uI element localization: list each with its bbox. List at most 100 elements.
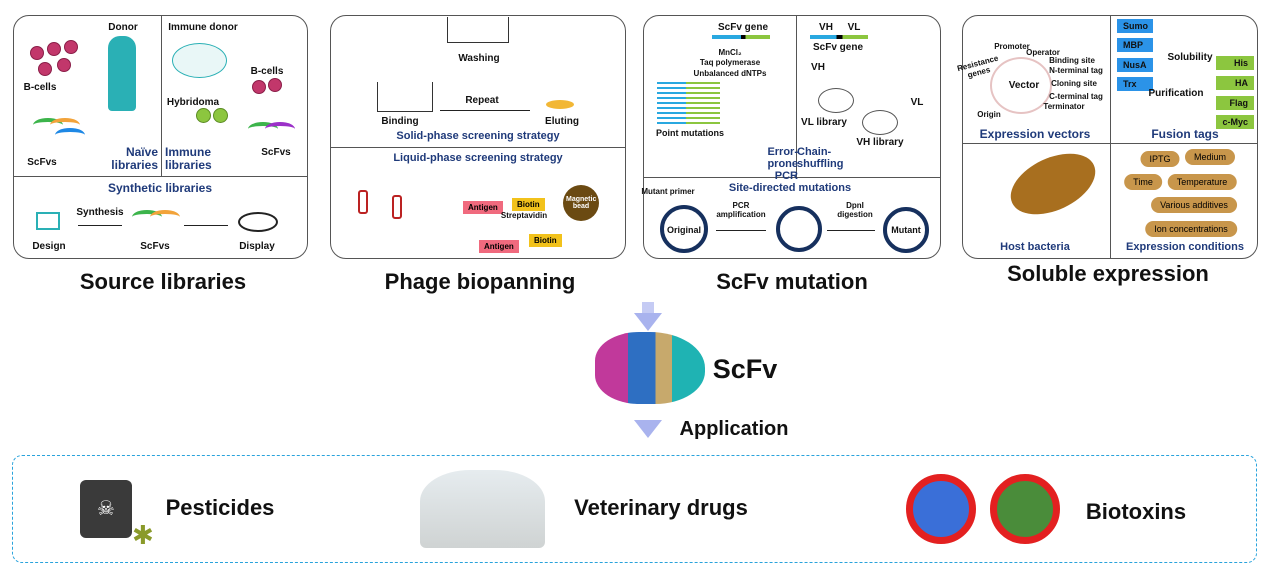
arrow-down-icon — [634, 420, 662, 438]
application-veterinary-drugs: Veterinary drugs — [574, 495, 748, 520]
label: Mutant primer — [641, 187, 695, 196]
label: PCR amplification — [716, 201, 766, 219]
label: Binding — [381, 116, 419, 127]
label: Purification — [1148, 88, 1204, 99]
label: Mutant — [891, 225, 921, 235]
antigen-box: Antigen — [463, 201, 503, 214]
b-cell-icon — [268, 78, 282, 92]
divider — [330, 147, 626, 148]
label: Immune donor — [168, 22, 238, 33]
section-title: Source libraries — [79, 269, 247, 294]
label: Vector — [1008, 80, 1040, 91]
vh-library-icon — [862, 110, 898, 135]
label: Original — [666, 225, 702, 235]
label: Binding site — [1049, 56, 1095, 65]
condition-pill: Ion concentrations — [1145, 221, 1237, 237]
heading: Naïve libraries — [111, 145, 158, 173]
heading: Immune libraries — [165, 145, 212, 173]
label: B-cells — [23, 82, 57, 93]
label: Point mutations — [656, 128, 724, 138]
label: VH — [819, 22, 833, 33]
heading: Liquid-phase screening strategy — [393, 152, 563, 164]
label: Operator — [1026, 48, 1060, 57]
heading: Host bacteria — [1000, 241, 1070, 253]
arrow-down-icon — [634, 313, 662, 331]
scfv-gene-bar — [810, 35, 868, 39]
heading: Fusion tags — [1151, 127, 1219, 141]
condition-pill: Temperature — [1167, 174, 1237, 190]
section-title: Phage biopanning — [384, 269, 576, 294]
scfv-icon — [150, 210, 180, 224]
condition-pill: Various additives — [1151, 197, 1237, 213]
antigen-box: Antigen — [479, 240, 519, 253]
label: Hybridoma — [166, 97, 220, 108]
b-cell-icon — [252, 80, 266, 94]
purification-tag: c-Myc — [1216, 115, 1254, 129]
label: DpnI digestion — [837, 201, 873, 219]
label: VH — [811, 62, 825, 73]
no-virus-icon — [990, 474, 1060, 544]
label: Cloning site — [1051, 79, 1097, 88]
washing-well-icon — [447, 17, 509, 43]
petri-dish-icon — [546, 100, 574, 109]
application-label: Application — [679, 418, 789, 440]
solubility-tag: Sumo — [1117, 19, 1153, 33]
biotin-box: Biotin — [529, 234, 562, 247]
donor-figure-icon — [108, 36, 136, 111]
condition-pill: IPTG — [1140, 151, 1180, 167]
biotin-box: Biotin — [512, 198, 545, 211]
heading: Solid-phase screening strategy — [396, 130, 560, 142]
label: Magnetic bead — [566, 196, 597, 210]
label: ScFv gene — [717, 22, 769, 33]
b-cell-icon — [57, 58, 71, 72]
phage-display-icon — [238, 212, 278, 232]
scfv-icon — [248, 122, 278, 136]
label: ScFvs — [140, 241, 170, 252]
b-cell-icon — [64, 40, 78, 54]
heading: Expression conditions — [1126, 241, 1244, 253]
original-plasmid-icon — [660, 205, 708, 253]
vector-plasmid-icon — [990, 57, 1052, 114]
label: MnCl₂ — [718, 48, 742, 57]
arrow — [440, 110, 530, 111]
scfv-label: ScFv — [712, 354, 778, 384]
veterinary-drugs-icon — [420, 470, 545, 548]
applications-box — [12, 455, 1257, 563]
label: B-cells — [250, 66, 284, 77]
computer-icon — [36, 212, 60, 230]
phage-icon — [358, 190, 368, 214]
label: Unbalanced dNTPs — [693, 68, 767, 78]
label: Taq polymerase — [699, 58, 761, 68]
divider — [1110, 15, 1111, 259]
label: Design — [32, 241, 66, 252]
label: N-terminal tag — [1049, 66, 1103, 75]
scfv-icon — [55, 128, 85, 142]
scfv-icon — [265, 122, 295, 136]
label: Promoter — [994, 42, 1030, 51]
arrow-down-icon — [642, 302, 654, 314]
scfv-protein-structure — [595, 332, 705, 404]
heading: Synthetic libraries — [107, 181, 213, 195]
heading: Site-directed mutations — [728, 182, 852, 194]
application-biotoxins: Biotoxins — [1085, 499, 1187, 524]
arrow — [716, 230, 766, 231]
label: Origin — [977, 110, 1001, 119]
application-pesticides: Pesticides — [165, 495, 275, 520]
label: Solubility — [1167, 52, 1213, 63]
cannabis-leaf-icon: ✱ — [132, 520, 154, 550]
label: Synthesis — [76, 207, 124, 218]
binding-well-icon — [377, 82, 433, 112]
heading: Expression vectors — [979, 127, 1091, 141]
hybridoma-icon — [196, 108, 211, 123]
divider — [796, 15, 797, 177]
solubility-tag: Trx — [1117, 77, 1153, 91]
solubility-tag: NusA — [1117, 58, 1153, 72]
mutant-plasmid-icon — [883, 207, 929, 253]
label: Repeat — [465, 95, 499, 106]
section-title: Soluble expression — [1007, 261, 1209, 286]
label: ScFvs — [27, 157, 57, 168]
animals-icon — [172, 43, 227, 78]
arrow — [827, 230, 875, 231]
magnetic-bead-icon: Magnetic bead — [563, 185, 599, 221]
divider — [643, 177, 941, 178]
